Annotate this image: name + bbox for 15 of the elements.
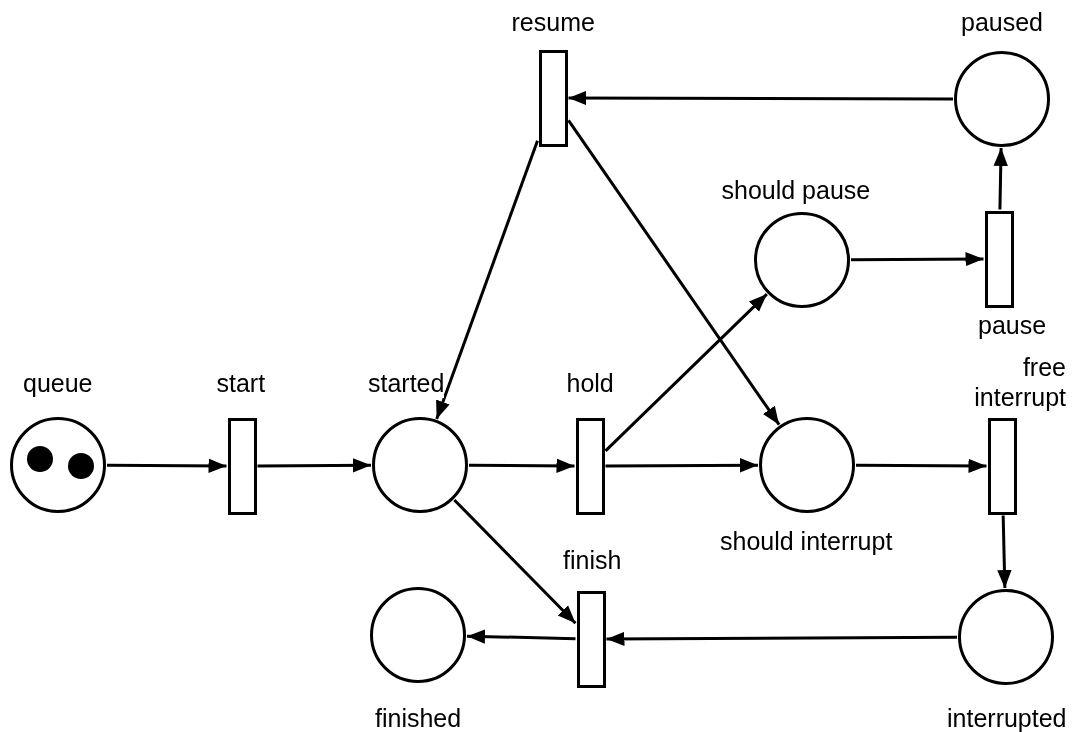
arrow <box>435 140 539 420</box>
arrow <box>469 458 575 473</box>
arrow <box>107 458 227 473</box>
arrow <box>567 119 781 426</box>
arrow <box>606 631 957 647</box>
arrow <box>851 251 984 267</box>
arrow <box>466 629 576 644</box>
arrow <box>257 458 371 473</box>
arrow <box>997 515 1012 589</box>
arrow <box>604 293 768 452</box>
arrow <box>453 498 577 625</box>
arrow <box>993 147 1008 210</box>
arrow <box>856 458 987 474</box>
arrow <box>568 90 953 106</box>
arrow <box>605 458 758 473</box>
